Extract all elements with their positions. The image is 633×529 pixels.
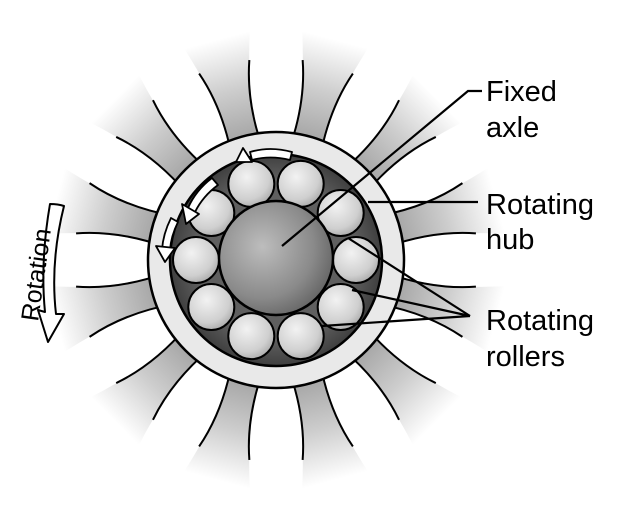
fixed-axle-label-line2: axle xyxy=(486,112,539,144)
rotation-arrow xyxy=(37,203,65,343)
rollers-label-line2: rollers xyxy=(486,341,565,373)
wheel-spokes xyxy=(46,30,506,490)
roller xyxy=(172,236,220,284)
leader-roller-1 xyxy=(347,237,471,317)
leader-roller-2 xyxy=(351,288,471,318)
fixed-axle xyxy=(217,199,335,317)
roller xyxy=(316,283,365,331)
roller xyxy=(227,159,276,208)
rollers-label-line1: Rotating xyxy=(486,305,594,337)
hub-label-line1: Rotating xyxy=(486,189,594,221)
fixed-axle-label-line1: Fixed xyxy=(486,76,557,108)
roller xyxy=(276,159,325,208)
rotation-arrow-icon xyxy=(37,203,65,343)
hub-arrow-icon xyxy=(155,245,176,263)
roller xyxy=(187,283,236,331)
roller xyxy=(227,312,276,361)
leader-lines xyxy=(281,89,482,328)
leader-roller-3 xyxy=(321,314,471,328)
roller xyxy=(316,189,365,237)
hub-label-line2: hub xyxy=(486,224,534,256)
hub-arrow-icon xyxy=(249,148,293,161)
roller xyxy=(276,312,325,361)
leader-fixed-axle xyxy=(281,89,482,247)
hub-rotation-arrows xyxy=(155,147,293,263)
hub-arrow-icon xyxy=(181,203,200,225)
hub-arrow-icon xyxy=(235,147,253,163)
